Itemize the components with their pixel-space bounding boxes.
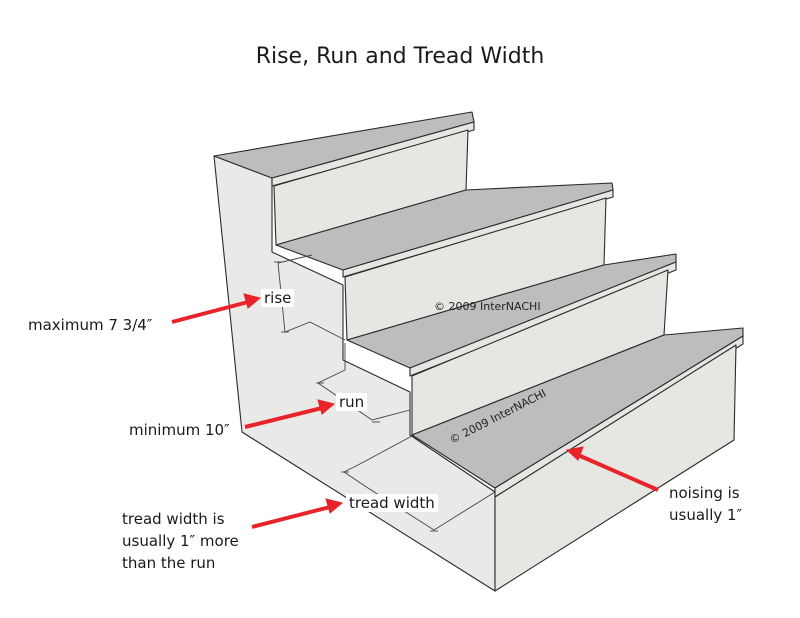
noising-note: noising is usually 1″ bbox=[669, 482, 742, 526]
tread-width-label: tread width bbox=[346, 494, 438, 512]
tread-width-note-line-3: than the run bbox=[122, 554, 216, 572]
run-dimension-line bbox=[317, 343, 346, 384]
tread-top-2 bbox=[275, 182, 614, 271]
nosing-4 bbox=[494, 335, 744, 498]
rise-label: rise bbox=[261, 289, 295, 307]
tread-width-note-line-1: tread width is bbox=[122, 510, 225, 528]
nosing-3 bbox=[409, 261, 677, 377]
nosing-1 bbox=[271, 121, 475, 187]
arrow-run bbox=[244, 399, 336, 429]
tread-width-note-line-2: usually 1″ more bbox=[122, 532, 239, 550]
rise-note: maximum 7 3/4″ bbox=[28, 316, 153, 334]
tread-top-3 bbox=[346, 253, 677, 369]
run-label: run bbox=[336, 393, 368, 411]
tread-top-4 bbox=[411, 327, 744, 489]
riser-4 bbox=[494, 344, 737, 592]
stringer-side-face bbox=[213, 155, 496, 592]
diagram-title: Rise, Run and Tread Width bbox=[255, 44, 545, 69]
watermark-1: © 2009 InterNACHI bbox=[434, 300, 541, 313]
run-note: minimum 10″ bbox=[129, 421, 230, 439]
tread-width-dimension-line bbox=[343, 435, 413, 473]
arrow-tread-width bbox=[251, 498, 344, 529]
noising-note-line-2: usually 1″ bbox=[669, 506, 743, 524]
tread-width-note: tread width is usually 1″ more than the … bbox=[122, 508, 239, 574]
arrow-noising bbox=[565, 446, 659, 492]
noising-note-line-1: noising is bbox=[669, 484, 740, 502]
arrows bbox=[171, 293, 659, 529]
nosing-2 bbox=[342, 189, 614, 278]
arrow-rise bbox=[171, 293, 262, 324]
